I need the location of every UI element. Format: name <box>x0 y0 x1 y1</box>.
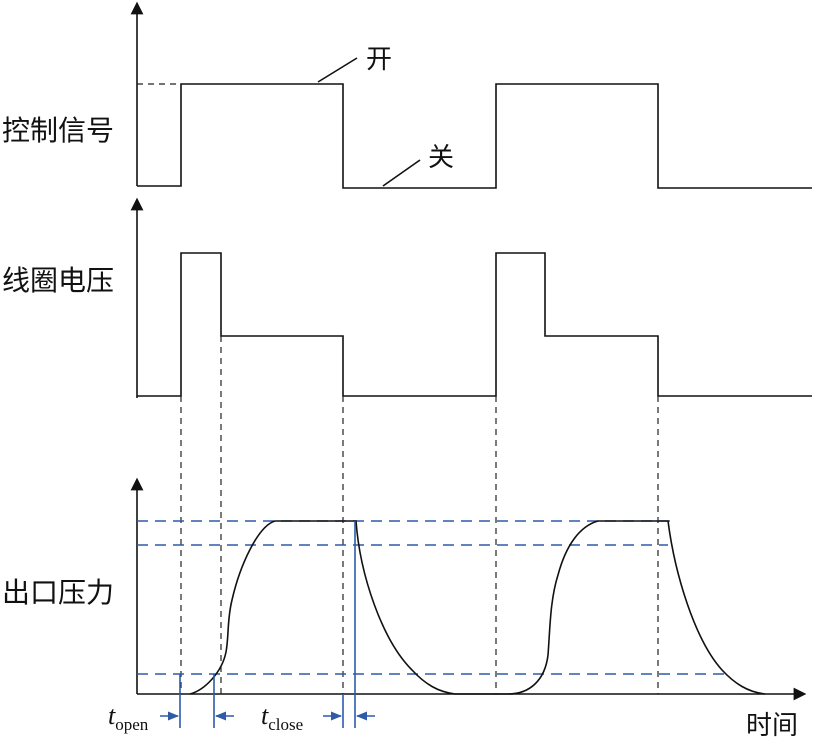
off-label: 关 <box>428 143 454 173</box>
t-close-main: t <box>261 701 269 730</box>
on-leader-line <box>317 57 358 83</box>
control-signal-trace <box>137 83 812 189</box>
t-close-label: tclose <box>261 701 303 734</box>
off-leader-line <box>382 159 421 187</box>
time-axis-label: 时间 <box>746 711 798 740</box>
outlet-pressure-trace <box>189 520 766 695</box>
t-close-subscript: close <box>268 715 303 734</box>
control-signal-label: 控制信号 <box>2 114 114 147</box>
outlet-pressure-label: 出口压力 <box>2 576 114 609</box>
coil-voltage-label: 线圈电压 <box>2 264 114 297</box>
t-open-main: t <box>108 701 116 730</box>
on-label: 开 <box>366 45 392 75</box>
coil-voltage-trace <box>137 252 812 397</box>
t-open-subscript: open <box>115 715 149 734</box>
t-open-label: topen <box>108 701 149 734</box>
